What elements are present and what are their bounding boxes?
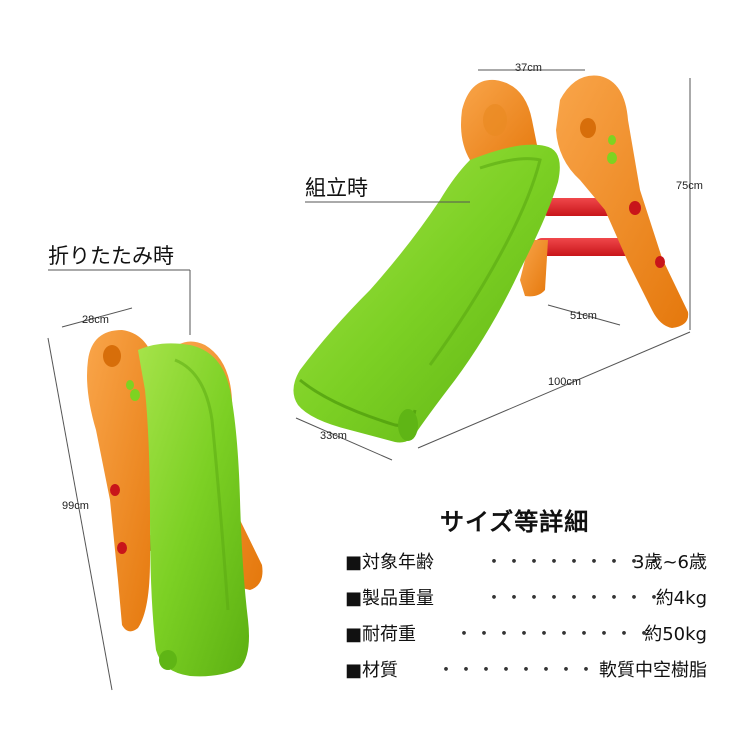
dim-folded-top: 28cm bbox=[82, 314, 109, 326]
folded-label: 折りたたみ時 bbox=[48, 244, 174, 268]
dim-assembled-depth: 51cm bbox=[570, 310, 597, 322]
spec-label: ■製品重量 bbox=[345, 588, 435, 609]
assembled-rung-lower bbox=[534, 238, 634, 256]
assembled-front-frame bbox=[556, 75, 689, 328]
assembled-slide-body bbox=[293, 144, 560, 443]
folded-slide-body bbox=[138, 343, 249, 677]
spec-value: 3歳~6歳 bbox=[633, 552, 707, 573]
folded-front-frame bbox=[87, 330, 156, 632]
spec-value: 約4kg bbox=[655, 588, 707, 609]
assembled-slide-illustration bbox=[293, 75, 689, 443]
spec-row: ■対象年齢 ・・・・・・・・・ 3歳~6歳 bbox=[345, 548, 707, 574]
dim-assembled-height: 75cm bbox=[676, 180, 703, 192]
assembled-label: 組立時 bbox=[305, 176, 368, 200]
spec-row: ■製品重量 ・・・・・・・・・ 約4kg bbox=[345, 584, 707, 610]
spec-row: ■材質 ・・・・・・・・ 軟質中空樹脂 bbox=[345, 656, 707, 682]
spec-value: 軟質中空樹脂 bbox=[599, 660, 707, 681]
spec-title: サイズ等詳細 bbox=[440, 508, 590, 536]
dim-assembled-top: 37cm bbox=[515, 62, 542, 74]
dimension-lines bbox=[47, 69, 691, 691]
spec-label: ■材質 bbox=[345, 660, 399, 681]
spec-row: ■耐荷重 ・・・・・・・・・・ 約50kg bbox=[345, 620, 707, 646]
spec-dots: ・・・・・・・・・ bbox=[485, 552, 665, 573]
spec-label: ■対象年齢 bbox=[345, 552, 435, 573]
dim-assembled-length: 100cm bbox=[548, 376, 582, 388]
spec-value: 約50kg bbox=[644, 624, 707, 645]
dim-assembled-front: 33cm bbox=[320, 430, 347, 442]
spec-label: ■耐荷重 bbox=[345, 624, 417, 645]
spec-dots: ・・・・・・・・ bbox=[437, 660, 597, 681]
spec-dots: ・・・・・・・・・ bbox=[485, 588, 665, 609]
spec-dots: ・・・・・・・・・・ bbox=[455, 624, 655, 645]
dim-folded-height: 99cm bbox=[62, 500, 89, 512]
folded-slide-illustration bbox=[87, 330, 263, 677]
